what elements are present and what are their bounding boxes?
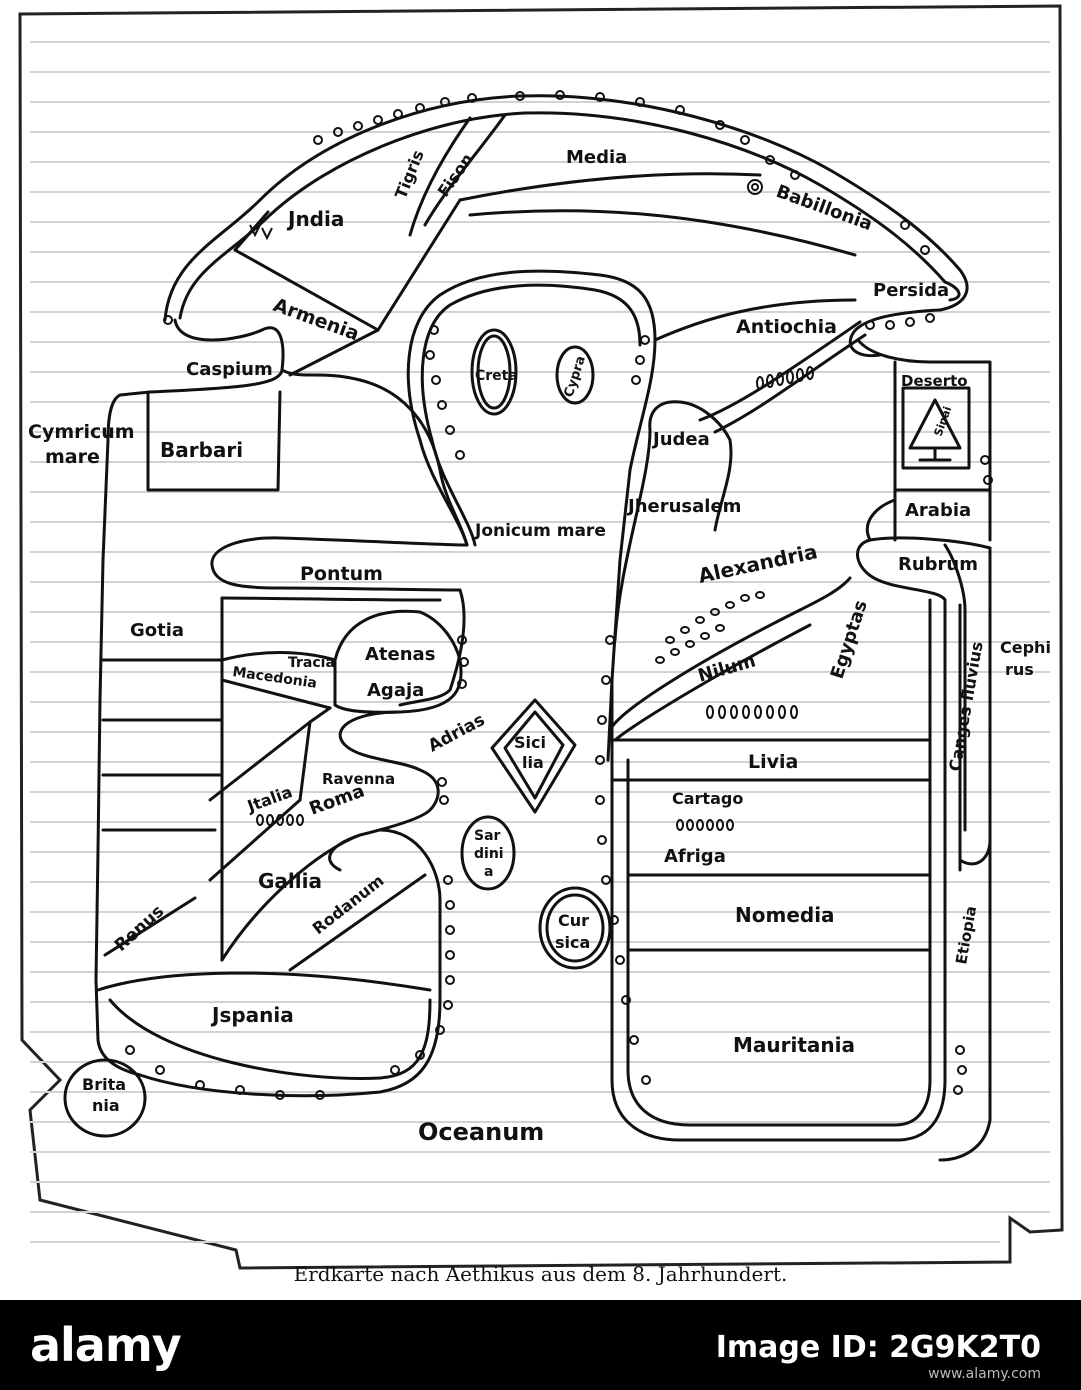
map-linework — [63, 94, 992, 1162]
label-cymricum-1: Cymricum — [28, 421, 135, 443]
label-sardinia-2: dini — [474, 846, 504, 862]
north-coast — [163, 94, 969, 322]
label-livia: Livia — [748, 751, 798, 773]
terrain-marks — [249, 179, 814, 831]
label-sardinia-3: a — [484, 864, 493, 880]
map-caption: Erdkarte nach Aethikus aus dem 8. Jahrhu… — [293, 1262, 788, 1286]
label-cymricum-2: mare — [45, 446, 100, 468]
label-sicilia-2: lia — [522, 753, 544, 772]
label-ravenna: Ravenna — [322, 770, 395, 788]
label-india: Jndia — [286, 207, 344, 231]
label-cursica-2: sica — [555, 933, 590, 952]
tigris-river — [408, 116, 472, 237]
label-ispania: Jspania — [210, 1003, 294, 1027]
label-britania-2: nia — [92, 1096, 120, 1115]
label-jonicum: Jonicum mare — [474, 521, 606, 541]
sardinia-island — [460, 815, 516, 891]
label-afriga: Afriga — [664, 846, 726, 867]
label-nomedia: Nomedia — [735, 903, 835, 927]
fison-river — [423, 113, 507, 227]
coastal-bumps — [125, 90, 993, 1100]
barbari-region — [146, 390, 282, 492]
nilum-river — [608, 576, 852, 732]
image-id: Image ID: 2G9K2T0 — [715, 1330, 1041, 1365]
label-cursica-1: Cur — [558, 911, 589, 930]
map-labels: Jndia Tigris Fison Media Babillonia Pers… — [28, 147, 1051, 1146]
label-cephirus-1: Cephi — [1000, 638, 1051, 657]
label-gotia: Gotia — [130, 620, 184, 641]
label-oceanum: Oceanum — [418, 1118, 544, 1146]
label-deserto: Deserto — [901, 372, 968, 390]
west-coast — [94, 438, 142, 1077]
creta-island — [470, 328, 518, 416]
rodanum-river — [288, 873, 427, 972]
background-text-lines — [30, 41, 1050, 1243]
label-caspium: Caspium — [186, 359, 273, 380]
label-sicilia-1: Sici — [514, 733, 546, 752]
label-mauritania: Mauritania — [733, 1033, 855, 1057]
label-pontum: Pontum — [300, 563, 383, 585]
label-rubrum: Rubrum — [898, 554, 978, 575]
label-cartago: Cartago — [672, 789, 743, 808]
label-creta: Creta — [475, 368, 518, 384]
stock-footer: alamy Image ID: 2G9K2T0 www.alamy.com — [0, 1300, 1081, 1390]
paper-outline — [18, 4, 1064, 1270]
persida-gulf — [848, 308, 942, 358]
label-sardinia-1: Sar — [474, 828, 501, 844]
label-britania-1: Brita — [82, 1075, 126, 1094]
label-agaja: Agaja — [367, 680, 424, 701]
label-persida: Persida — [873, 280, 949, 301]
label-tracia: Tracia — [288, 655, 335, 671]
label-media: Media — [566, 147, 627, 168]
label-judea: Judea — [651, 429, 710, 450]
label-barbari: Barbari — [160, 438, 243, 462]
pontum-channel — [210, 368, 469, 592]
south-coast-inner — [108, 998, 432, 1080]
sicilia-island — [490, 698, 577, 814]
renus-river — [103, 896, 197, 957]
label-atenas: Atenas — [365, 644, 435, 665]
cursica-island — [538, 886, 612, 970]
label-arabia: Arabia — [905, 500, 971, 521]
africa-west-coast — [610, 598, 947, 1142]
label-cephirus-2: rus — [1005, 660, 1034, 679]
map-canvas: Jndia Tigris Fison Media Babillonia Pers… — [18, 4, 1064, 1270]
label-gallia: Gallia — [258, 869, 322, 893]
jonicum-coast — [406, 269, 657, 762]
cypra-island — [555, 345, 595, 405]
label-jherusalem: Jherusalem — [626, 496, 741, 517]
map-plate: Jndia Tigris Fison Media Babillonia Pers… — [18, 4, 1064, 1270]
footer-url: www.alamy.com — [928, 1366, 1041, 1382]
alamy-logo: alamy — [30, 1318, 182, 1372]
label-antiochia: Antiochia — [736, 316, 837, 338]
britania-island — [63, 1058, 147, 1138]
